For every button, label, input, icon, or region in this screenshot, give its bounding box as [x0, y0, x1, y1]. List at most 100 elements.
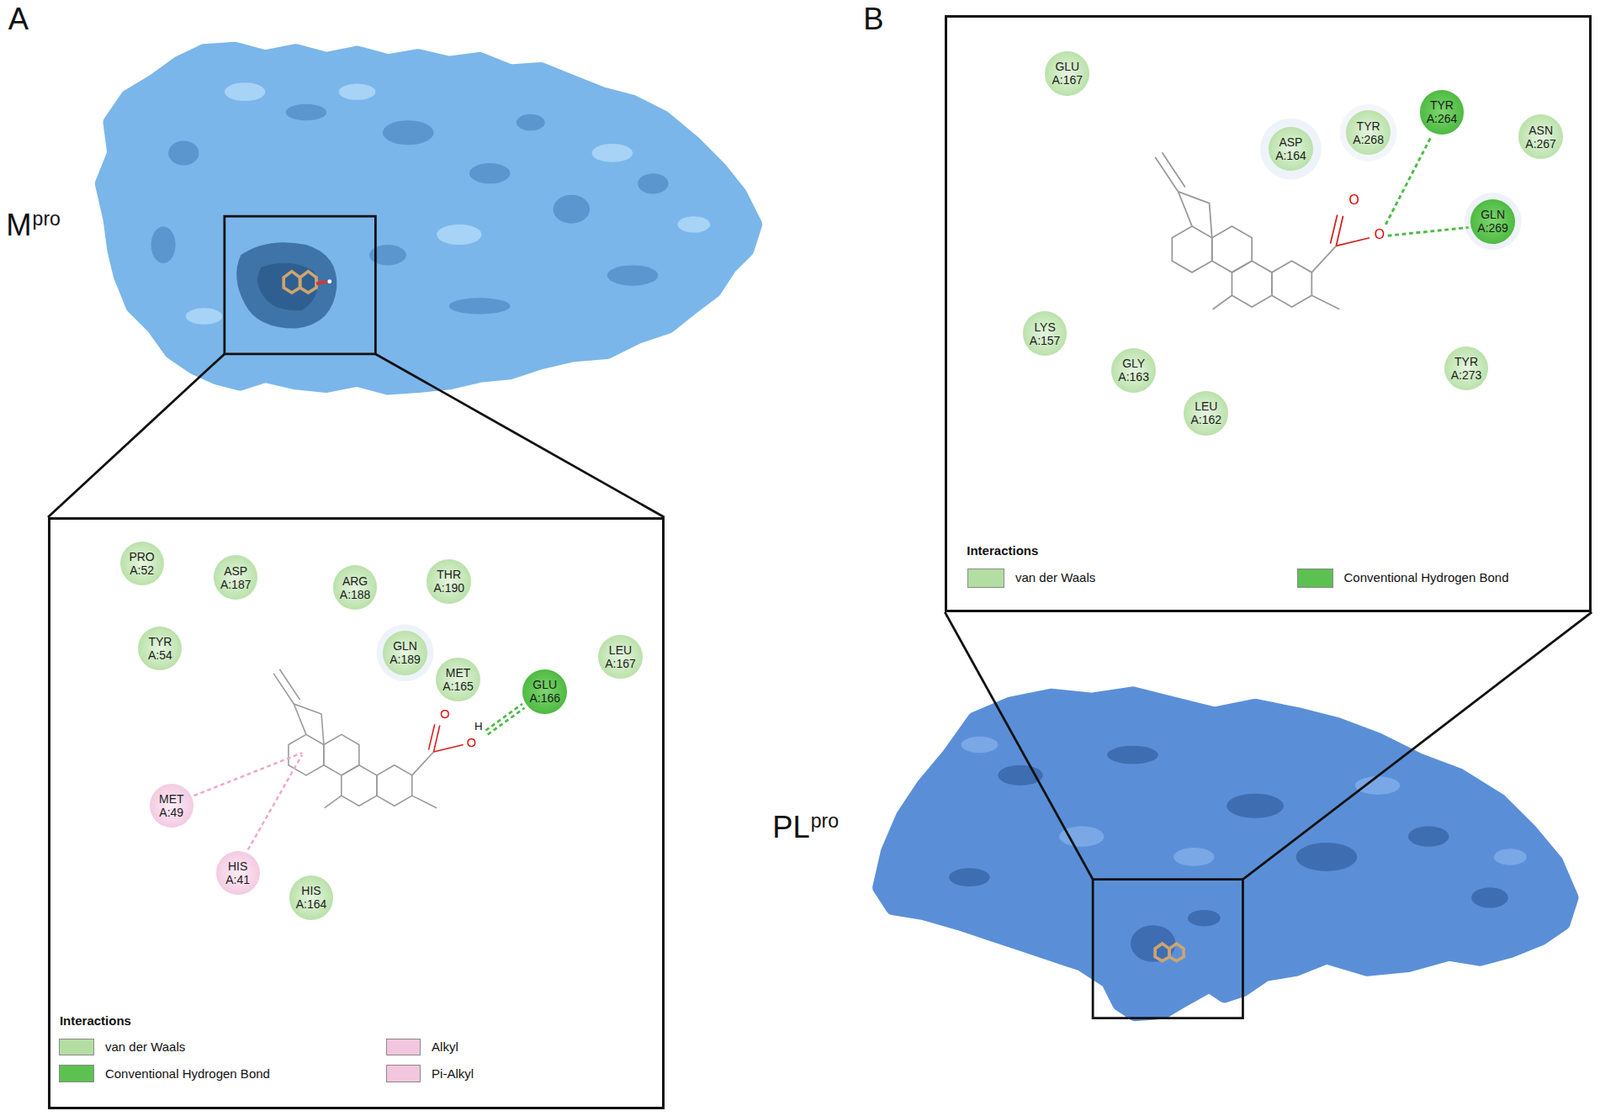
highlight: [1494, 848, 1527, 865]
residue-circle: GLN A:269: [1470, 199, 1516, 244]
zoom-box: [1092, 879, 1243, 1019]
binding-pocket: [236, 242, 337, 329]
residue-circle: TYR A:54: [137, 626, 182, 671]
ligand-mini: [300, 271, 317, 293]
highlight: [339, 83, 377, 100]
residue-circle: ASP A:164: [1268, 127, 1314, 172]
residue-circle: MET A:165: [435, 657, 481, 703]
highlight: [224, 82, 266, 101]
residue-circle: ARG A:188: [333, 565, 378, 610]
residue-circle: HIS A:41: [216, 851, 260, 896]
surface-shading: [151, 104, 669, 315]
zoom-line: [47, 354, 225, 518]
residue-label: LEU A:162: [1190, 399, 1222, 427]
residue-label: TYR A:54: [148, 635, 173, 663]
residue-circle: GLY A:163: [1111, 348, 1156, 393]
ligand-structure: [1154, 152, 1370, 309]
highlight: [1173, 847, 1215, 867]
legend-text: Conventional Hydrogen Bond: [105, 1067, 271, 1081]
zoom-line: [1242, 612, 1592, 880]
residue-label: GLY A:163: [1117, 356, 1150, 384]
shade: [637, 173, 668, 194]
surface-highlight: [961, 736, 1527, 867]
residue-label: THR A:190: [433, 567, 465, 595]
residue-circle: TYR A:273: [1444, 346, 1489, 392]
residue-circle: GLU A:166: [522, 669, 567, 715]
highlight: [436, 224, 482, 245]
interaction-lines: [193, 135, 1468, 850]
legend-swatch: [58, 1064, 94, 1083]
residue-label: ARG A:188: [339, 574, 371, 602]
residue-label: ASP A:164: [1275, 135, 1307, 163]
figure-group: [47, 48, 1592, 1018]
zoom-line: [375, 354, 664, 518]
residue-circle: LEU A:167: [598, 635, 643, 680]
legend-swatch: [1297, 568, 1335, 589]
residue-label: TYR A:264: [1426, 98, 1458, 126]
binding-pocket: [257, 263, 318, 311]
residue-label: HIS A:164: [296, 884, 328, 912]
shade: [1187, 910, 1221, 927]
shade: [1296, 842, 1358, 872]
residue-label: MET A:49: [158, 792, 184, 820]
residue-circle: THR A:190: [426, 559, 472, 604]
shade: [1226, 794, 1284, 819]
protein-surface: [879, 694, 1572, 1015]
surface-shading: [948, 746, 1509, 963]
highlight: [677, 216, 710, 233]
residue-halo: [376, 624, 435, 682]
residue-halo: [1464, 192, 1522, 250]
residue-label: HIS A:41: [225, 859, 250, 887]
superscript: pro: [32, 209, 61, 229]
shade: [1107, 746, 1159, 765]
residue-halo: [1340, 104, 1398, 162]
highlight: [961, 736, 999, 753]
legend-text: Alkyl: [431, 1040, 459, 1054]
zoom-panel: InteractionsGLU A:167ASP A:164TYR A:268T…: [944, 15, 1592, 613]
residue-label: TYR A:268: [1352, 119, 1384, 147]
residue-label: TYR A:273: [1451, 354, 1483, 382]
residue-circle: LEU A:162: [1183, 391, 1229, 436]
legend-swatch: [386, 1038, 421, 1057]
residue-circle: HIS A:164: [289, 875, 334, 921]
pi-alkyl-line: [248, 755, 302, 851]
shade: [382, 120, 435, 145]
legend-swatch: [967, 568, 1005, 589]
residue-label: LEU A:167: [604, 643, 636, 671]
legend-heading: Interactions: [966, 544, 1039, 557]
docked-ligand: [1154, 943, 1184, 962]
shade: [286, 104, 328, 121]
ligand-mini: [316, 281, 327, 284]
zoom-box: [224, 216, 377, 355]
residue-circle: GLU A:167: [1044, 51, 1090, 96]
residue-label: GLU A:166: [529, 678, 561, 705]
hbond-line: [487, 708, 525, 736]
shade: [607, 264, 659, 286]
hbond-line: [1385, 135, 1432, 225]
atom-label: H: [474, 720, 483, 732]
residue-circle: ASP A:187: [213, 555, 259, 600]
residue-label: LYS A:157: [1029, 320, 1061, 348]
legend-swatch: [58, 1038, 94, 1057]
legend-swatch: [386, 1064, 421, 1083]
residue-label: ASP A:187: [220, 564, 252, 592]
hbond-line: [485, 704, 523, 732]
panel-label: A: [8, 4, 29, 35]
panel-label: B: [863, 4, 884, 35]
shade: [168, 140, 199, 165]
residue-label: PRO A:52: [128, 550, 154, 578]
residue-circle: MET A:49: [149, 784, 194, 828]
atom-label: O: [1349, 193, 1360, 207]
hbond-line: [1388, 227, 1469, 237]
highlight: [592, 143, 634, 163]
atom-label: O: [466, 736, 477, 750]
legend-text: Conventional Hydrogen Bond: [1344, 571, 1510, 584]
residue-halo: [1260, 118, 1322, 181]
atom-label: O: [1374, 227, 1385, 242]
ligand-mini: [283, 271, 300, 293]
surface-highlight: [185, 82, 710, 324]
ligand-mini: [1154, 943, 1170, 962]
zoom-panel: InteractionsPRO A:52ASP A:187ARG A:188TH…: [47, 517, 665, 1110]
legend-text: van der Waals: [1015, 571, 1096, 584]
highlight: [185, 307, 223, 324]
